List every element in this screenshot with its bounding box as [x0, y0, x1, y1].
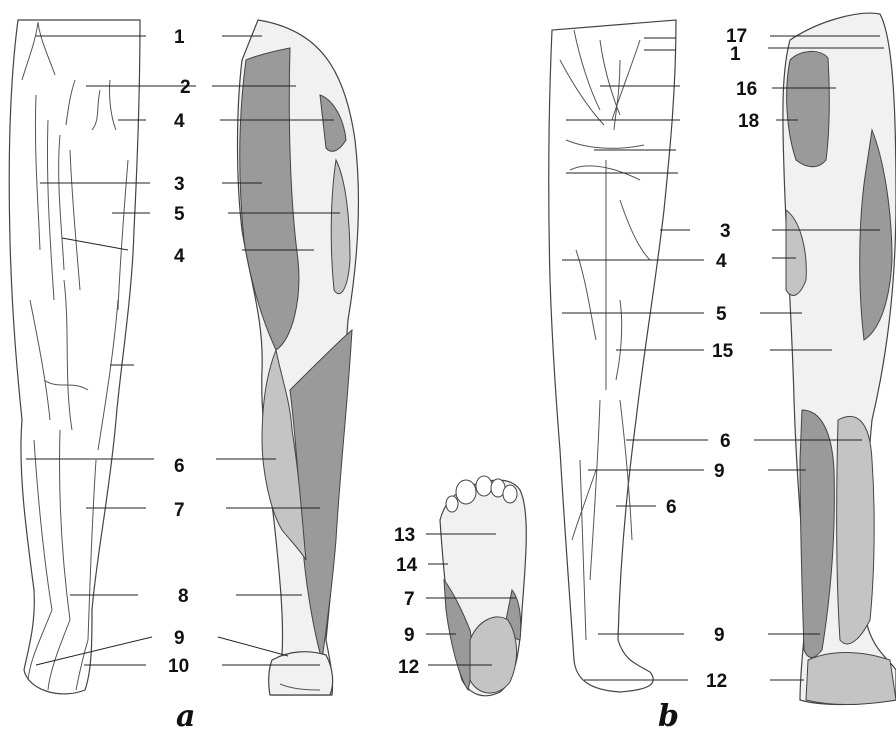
panel-caption-a: a — [176, 699, 195, 732]
panel-a-zone-drawing — [238, 20, 359, 695]
label: 8 — [178, 586, 189, 607]
panel-a-nerve-drawing — [9, 20, 140, 694]
label: 9 — [714, 461, 725, 482]
label: 6 — [720, 431, 731, 452]
foot-sole-drawing — [440, 476, 526, 696]
label: 18 — [738, 111, 759, 132]
label: 9 — [404, 625, 415, 646]
panel-caption-b: b — [658, 699, 679, 732]
label: 9 — [714, 625, 725, 646]
label: 16 — [736, 79, 757, 100]
label: 7 — [404, 589, 415, 610]
label: 15 — [712, 341, 734, 362]
label: 4 — [174, 246, 185, 267]
label: 7 — [174, 500, 185, 521]
panel-b-labels: 17 1 16 18 3 4 5 15 6 9 6 9 12 — [666, 26, 759, 692]
label: 5 — [174, 204, 185, 225]
label: 9 — [174, 628, 185, 649]
label: 1 — [730, 44, 741, 65]
label: 2 — [180, 77, 191, 98]
label: 3 — [720, 221, 731, 242]
label: 14 — [396, 555, 418, 576]
label: 6 — [174, 456, 185, 477]
label: 3 — [174, 174, 185, 195]
label: 10 — [168, 656, 189, 677]
label: 12 — [706, 671, 727, 692]
label: 4 — [174, 111, 185, 132]
label: 5 — [716, 304, 727, 325]
panel-b-zone-drawing — [783, 13, 896, 704]
label: 1 — [174, 27, 185, 48]
label: 4 — [716, 251, 727, 272]
label: 6 — [666, 497, 677, 518]
label: 12 — [398, 657, 419, 678]
panel-b-nerve-drawing — [549, 20, 676, 692]
panel-a-labels: 1 2 4 3 5 4 6 7 8 9 10 — [168, 27, 191, 677]
foot-labels: 13 14 7 9 12 — [394, 525, 419, 678]
label: 13 — [394, 525, 415, 546]
